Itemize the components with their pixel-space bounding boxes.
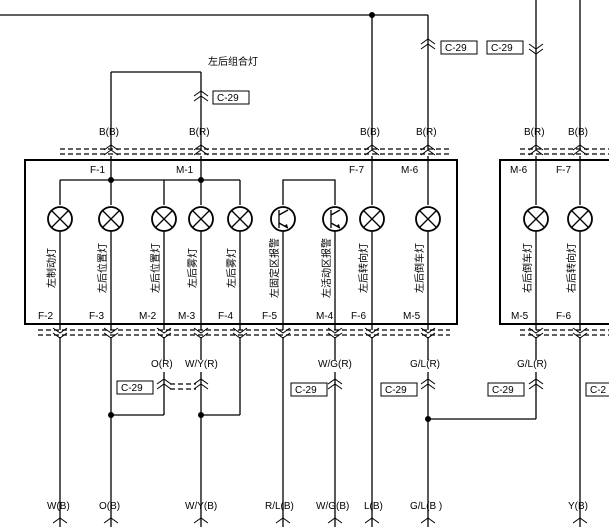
wire-label: B(B) bbox=[360, 127, 380, 138]
lower-wiring bbox=[59, 337, 581, 527]
svg-text:C-29: C-29 bbox=[217, 93, 239, 104]
lamp-leads bbox=[59, 231, 581, 330]
svg-text:C-29: C-29 bbox=[445, 43, 467, 54]
lamp-name: 左后位置灯 bbox=[149, 243, 162, 293]
lamp-icon bbox=[523, 206, 549, 232]
connector-tag: C-29 bbox=[290, 382, 328, 397]
lamp-icon bbox=[227, 206, 253, 232]
wire-label: B(R) bbox=[416, 127, 437, 138]
svg-text:C-29: C-29 bbox=[491, 43, 513, 54]
wire-label: W(B) bbox=[47, 501, 70, 512]
pin-label: M-2 bbox=[139, 311, 157, 322]
pin-label: M-6 bbox=[401, 165, 419, 176]
wire-label: O(B) bbox=[99, 501, 120, 512]
lamp-name: 左后位置灯 bbox=[96, 243, 109, 293]
lamp-name: 左后雾灯 bbox=[225, 248, 238, 288]
wire-label: R/L(B) bbox=[265, 501, 294, 512]
svg-text:C-29: C-29 bbox=[385, 385, 407, 396]
wire-label: W/G(B) bbox=[316, 501, 349, 512]
pin-label: F-7 bbox=[556, 165, 571, 176]
svg-text:C-2: C-2 bbox=[590, 385, 607, 396]
lamp-name: 右后转向灯 bbox=[565, 243, 578, 293]
wire-label: B(B) bbox=[568, 127, 588, 138]
pin-label: F-5 bbox=[262, 311, 277, 322]
pin-label: M-3 bbox=[178, 311, 196, 322]
top-chevrons bbox=[193, 38, 544, 102]
left-lamp-unit bbox=[24, 159, 458, 325]
connector-tag: C-2 bbox=[585, 382, 609, 397]
bottom-chevrons bbox=[52, 517, 588, 524]
lamp-name: 左后转向灯 bbox=[357, 243, 370, 293]
wire-label: G/L(R) bbox=[410, 359, 440, 370]
wire-label: G/L(B ) bbox=[410, 501, 442, 512]
pin-label: M-5 bbox=[403, 311, 421, 322]
svg-text:C-29: C-29 bbox=[492, 385, 514, 396]
mid-chevrons bbox=[156, 378, 544, 390]
wire-label: O(R) bbox=[151, 359, 173, 370]
bottom-harness bbox=[38, 327, 609, 339]
connector-tag: C-29 bbox=[380, 382, 418, 397]
connector-tag: C-29 bbox=[212, 90, 250, 105]
pin-label: M-1 bbox=[176, 165, 194, 176]
pin-label: F-6 bbox=[556, 311, 571, 322]
pin-label: M-5 bbox=[511, 311, 529, 322]
lamp-icon bbox=[47, 206, 73, 232]
lamp-icon bbox=[359, 206, 385, 232]
pin-label: M-4 bbox=[316, 311, 334, 322]
wire-label: W/Y(R) bbox=[185, 359, 218, 370]
lamp-name: 左制动灯 bbox=[45, 248, 58, 288]
top-harness bbox=[60, 144, 609, 156]
lamp-icon bbox=[188, 206, 214, 232]
connector-tag: C-29 bbox=[486, 40, 524, 55]
connector-tag: C-29 bbox=[116, 380, 154, 395]
lamp-name: 左后雾灯 bbox=[186, 248, 199, 288]
lamp-icon bbox=[567, 206, 593, 232]
connector-tag: C-29 bbox=[440, 40, 478, 55]
assembly-title: 左后组合灯 bbox=[208, 55, 258, 68]
lamp-icon bbox=[151, 206, 177, 232]
internal-wiring bbox=[59, 156, 581, 205]
pin-label: F-6 bbox=[351, 311, 366, 322]
pin-label: F-2 bbox=[38, 311, 53, 322]
wire-label: W/G(R) bbox=[318, 359, 352, 370]
pin-label: F-7 bbox=[349, 165, 364, 176]
top-bus bbox=[0, 0, 581, 150]
pin-label: F-3 bbox=[89, 311, 104, 322]
wire-label: Y(B) bbox=[568, 501, 588, 512]
lamp-name: 右后倒车灯 bbox=[521, 243, 534, 293]
wire-label: B(R) bbox=[189, 127, 210, 138]
lamp-name: 左活动区报警 bbox=[320, 238, 333, 298]
wire-label: L(B) bbox=[364, 501, 383, 512]
pin-label: F-1 bbox=[90, 165, 105, 176]
buzzer-icon bbox=[270, 206, 296, 232]
lamp-icon bbox=[415, 206, 441, 232]
wire-label: W/Y(B) bbox=[185, 501, 217, 512]
svg-text:C-29: C-29 bbox=[121, 383, 143, 394]
lamp-name: 左后倒车灯 bbox=[413, 243, 426, 293]
wire-label: B(B) bbox=[99, 127, 119, 138]
wire-label: B(R) bbox=[524, 127, 545, 138]
svg-text:C-29: C-29 bbox=[295, 385, 317, 396]
right-lamp-unit bbox=[499, 159, 609, 325]
wire-label: G/L(R) bbox=[517, 359, 547, 370]
lamp-name: 左固定区报警 bbox=[268, 238, 281, 298]
pin-label: F-4 bbox=[218, 311, 233, 322]
connector-tag: C-29 bbox=[487, 382, 525, 397]
pin-label: M-6 bbox=[510, 165, 528, 176]
lamp-icon bbox=[98, 206, 124, 232]
buzzer-icon bbox=[322, 206, 348, 232]
